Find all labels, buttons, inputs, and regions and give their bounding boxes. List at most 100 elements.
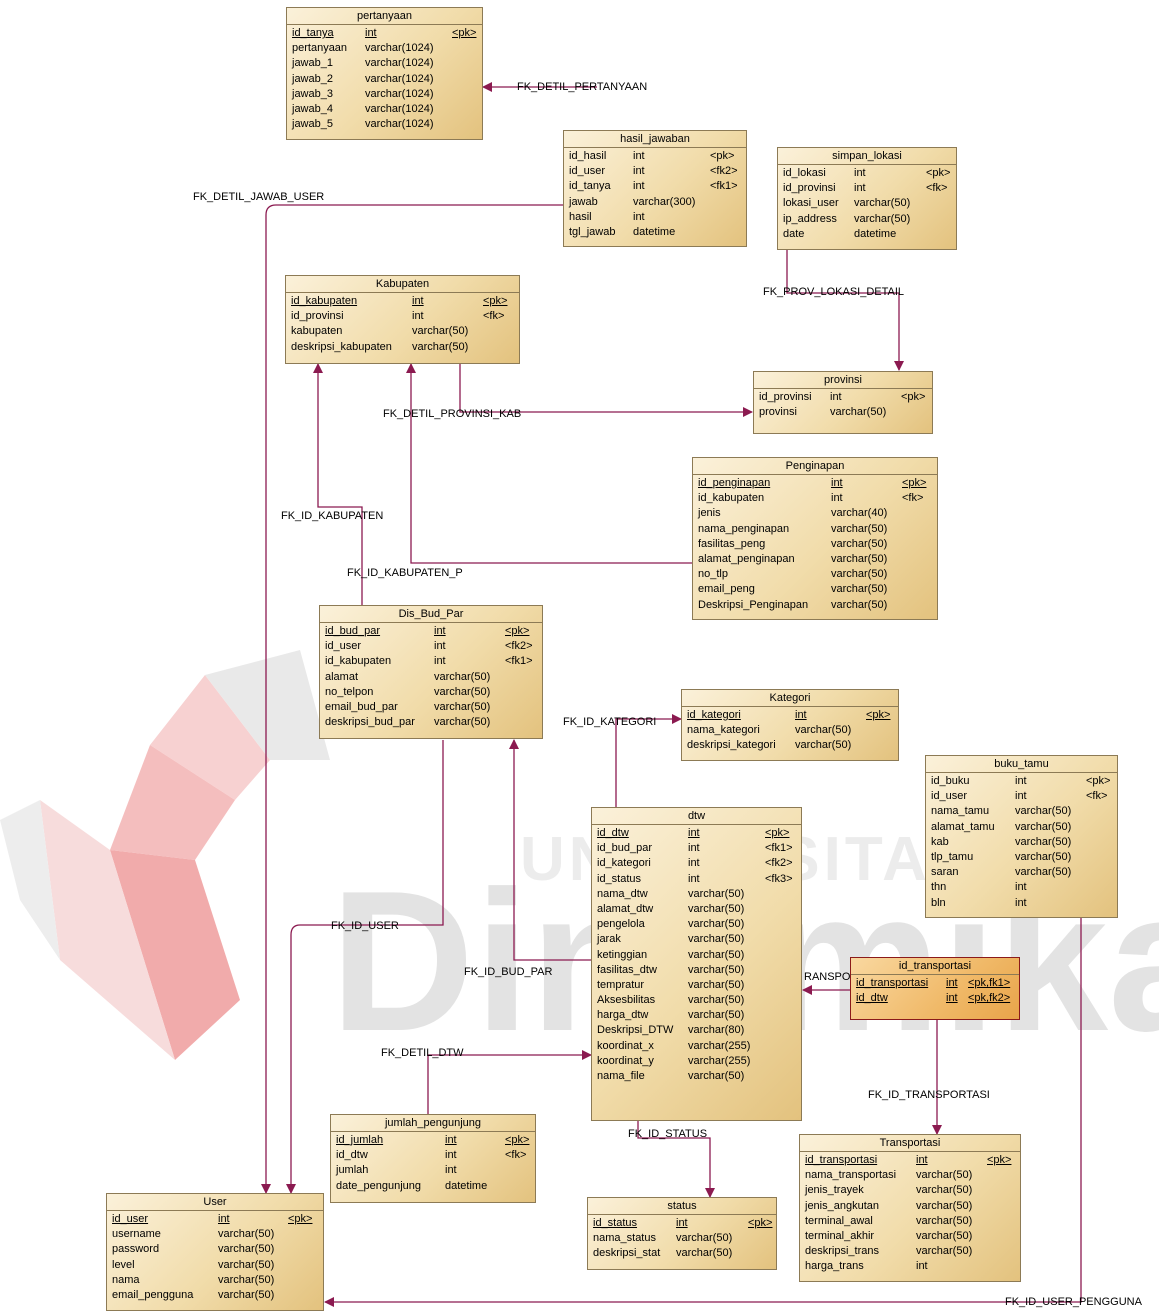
table-id-transportasi[interactable]: id_transportasiid_transportasiint<pk,fk1… <box>850 957 1020 1020</box>
column-row[interactable]: nama_dtwvarchar(50) <box>597 887 796 902</box>
column-row[interactable]: id_kategoriint<fk2> <box>597 856 796 871</box>
table-status[interactable]: statusid_statusint<pk>nama_statusvarchar… <box>587 1197 777 1270</box>
column-row[interactable]: jumlahint <box>336 1163 530 1178</box>
column-row[interactable]: Deskripsi_Penginapanvarchar(50) <box>698 598 932 613</box>
column-row[interactable]: hasilint <box>569 210 741 225</box>
table-hasil-jawaban[interactable]: hasil_jawabanid_hasilint<pk>id_userint<f… <box>563 130 747 247</box>
column-row[interactable]: id_userint<fk2> <box>325 639 537 654</box>
column-row[interactable]: id_provinsiint<fk> <box>291 309 514 324</box>
column-row[interactable]: alamat_dtwvarchar(50) <box>597 902 796 917</box>
column-row[interactable]: jawab_1varchar(1024) <box>292 56 477 71</box>
column-row[interactable]: tempraturvarchar(50) <box>597 978 796 993</box>
table-provinsi[interactable]: provinsiid_provinsiint<pk>provinsivarcha… <box>753 371 933 434</box>
column-row[interactable]: koordinat_xvarchar(255) <box>597 1039 796 1054</box>
column-row[interactable]: usernamevarchar(50) <box>112 1227 318 1242</box>
table-transportasi[interactable]: Transportasiid_transportasiint<pk>nama_t… <box>799 1134 1021 1282</box>
column-row[interactable]: passwordvarchar(50) <box>112 1242 318 1257</box>
table-user[interactable]: Userid_userint<pk>usernamevarchar(50)pas… <box>106 1193 324 1311</box>
column-row[interactable]: pertanyaanvarchar(1024) <box>292 41 477 56</box>
column-row[interactable]: id_statusint<fk3> <box>597 872 796 887</box>
column-row[interactable]: nama_statusvarchar(50) <box>593 1231 771 1246</box>
column-row[interactable]: tlp_tamuvarchar(50) <box>931 850 1112 865</box>
column-row[interactable]: id_dtwint<pk,fk2> <box>856 991 1014 1006</box>
column-row[interactable]: id_userint<fk> <box>931 789 1112 804</box>
column-row[interactable]: id_transportasiint<pk,fk1> <box>856 976 1014 991</box>
column-row[interactable]: alamatvarchar(50) <box>325 670 537 685</box>
column-row[interactable]: levelvarchar(50) <box>112 1258 318 1273</box>
column-row[interactable]: id_provinsiint<fk> <box>783 181 951 196</box>
column-row[interactable]: deskripsi_bud_parvarchar(50) <box>325 715 537 730</box>
column-row[interactable]: fasilitas_pengvarchar(50) <box>698 537 932 552</box>
column-row[interactable]: deskripsi_statvarchar(50) <box>593 1246 771 1261</box>
column-row[interactable]: jenisvarchar(40) <box>698 506 932 521</box>
column-row[interactable]: id_kabupatenint<pk> <box>291 294 514 309</box>
column-row[interactable]: jawab_3varchar(1024) <box>292 87 477 102</box>
column-row[interactable]: email_pengvarchar(50) <box>698 582 932 597</box>
column-row[interactable]: nama_kategorivarchar(50) <box>687 723 893 738</box>
column-row[interactable]: id_jumlahint<pk> <box>336 1133 530 1148</box>
column-row[interactable]: datedatetime <box>783 227 951 242</box>
column-row[interactable]: id_bud_parint<fk1> <box>597 841 796 856</box>
column-row[interactable]: jawab_4varchar(1024) <box>292 102 477 117</box>
column-row[interactable]: provinsivarchar(50) <box>759 405 927 420</box>
column-row[interactable]: Deskripsi_DTWvarchar(80) <box>597 1023 796 1038</box>
column-row[interactable]: thnint <box>931 880 1112 895</box>
column-row[interactable]: pengelolavarchar(50) <box>597 917 796 932</box>
table-kabupaten[interactable]: Kabupatenid_kabupatenint<pk>id_provinsii… <box>285 275 520 364</box>
column-row[interactable]: nama_filevarchar(50) <box>597 1069 796 1084</box>
column-row[interactable]: ketinggianvarchar(50) <box>597 948 796 963</box>
column-row[interactable]: id_lokasiint<pk> <box>783 166 951 181</box>
column-row[interactable]: id_userint<fk2> <box>569 164 741 179</box>
column-row[interactable]: nama_tamuvarchar(50) <box>931 804 1112 819</box>
column-row[interactable]: harga_transint <box>805 1259 1015 1274</box>
column-row[interactable]: harga_dtwvarchar(50) <box>597 1008 796 1023</box>
column-row[interactable]: fasilitas_dtwvarchar(50) <box>597 963 796 978</box>
column-row[interactable]: alamat_penginapanvarchar(50) <box>698 552 932 567</box>
column-row[interactable]: jenis_angkutanvarchar(50) <box>805 1199 1015 1214</box>
column-row[interactable]: namavarchar(50) <box>112 1273 318 1288</box>
column-row[interactable]: terminal_awalvarchar(50) <box>805 1214 1015 1229</box>
column-row[interactable]: nama_penginapanvarchar(50) <box>698 522 932 537</box>
column-row[interactable]: id_transportasiint<pk> <box>805 1153 1015 1168</box>
column-row[interactable]: lokasi_uservarchar(50) <box>783 196 951 211</box>
column-row[interactable]: deskripsi_kabupatenvarchar(50) <box>291 340 514 355</box>
column-row[interactable]: jawab_5varchar(1024) <box>292 117 477 132</box>
column-row[interactable]: jawab_2varchar(1024) <box>292 72 477 87</box>
column-row[interactable]: kabvarchar(50) <box>931 835 1112 850</box>
column-row[interactable]: id_provinsiint<pk> <box>759 390 927 405</box>
table-dis-bud-par[interactable]: Dis_Bud_Parid_bud_parint<pk>id_userint<f… <box>319 605 543 739</box>
column-row[interactable]: id_dtwint<fk> <box>336 1148 530 1163</box>
column-row[interactable]: id_hasilint<pk> <box>569 149 741 164</box>
column-row[interactable]: tgl_jawabdatetime <box>569 225 741 240</box>
table-kategori[interactable]: Kategoriid_kategoriint<pk>nama_kategoriv… <box>681 689 899 761</box>
table-dtw[interactable]: dtwid_dtwint<pk>id_bud_parint<fk1>id_kat… <box>591 807 802 1121</box>
column-row[interactable]: id_kabupatenint<fk1> <box>325 654 537 669</box>
column-row[interactable]: terminal_akhirvarchar(50) <box>805 1229 1015 1244</box>
column-row[interactable]: deskripsi_kategorivarchar(50) <box>687 738 893 753</box>
column-row[interactable]: deskripsi_transvarchar(50) <box>805 1244 1015 1259</box>
table-jumlah-pengunjung[interactable]: jumlah_pengunjungid_jumlahint<pk>id_dtwi… <box>330 1114 536 1203</box>
column-row[interactable]: email_bud_parvarchar(50) <box>325 700 537 715</box>
column-row[interactable]: id_statusint<pk> <box>593 1216 772 1231</box>
column-row[interactable]: date_pengunjungdatetime <box>336 1179 530 1194</box>
column-row[interactable]: no_telponvarchar(50) <box>325 685 537 700</box>
column-row[interactable]: jenis_trayekvarchar(50) <box>805 1183 1015 1198</box>
table-simpan-lokasi[interactable]: simpan_lokasiid_lokasiint<pk>id_provinsi… <box>777 147 957 250</box>
column-row[interactable]: alamat_tamuvarchar(50) <box>931 820 1112 835</box>
column-row[interactable]: id_kategoriint<pk> <box>687 708 893 723</box>
column-row[interactable]: Aksesbilitasvarchar(50) <box>597 993 796 1008</box>
column-row[interactable]: ip_addressvarchar(50) <box>783 212 951 227</box>
column-row[interactable]: email_penggunavarchar(50) <box>112 1288 318 1303</box>
column-row[interactable]: jarakvarchar(50) <box>597 932 796 947</box>
column-row[interactable]: kabupatenvarchar(50) <box>291 324 514 339</box>
table-pertanyaan[interactable]: pertanyaanid_tanyaint<pk>pertanyaanvarch… <box>286 7 483 140</box>
column-row[interactable]: id_userint<pk> <box>112 1212 318 1227</box>
column-row[interactable]: saranvarchar(50) <box>931 865 1112 880</box>
column-row[interactable]: id_tanyaint<fk1> <box>569 179 741 194</box>
column-row[interactable]: jawabvarchar(300) <box>569 195 741 210</box>
column-row[interactable]: id_bud_parint<pk> <box>325 624 537 639</box>
column-row[interactable]: blnint <box>931 896 1112 911</box>
column-row[interactable]: id_bukuint<pk> <box>931 774 1112 789</box>
table-buku-tamu[interactable]: buku_tamuid_bukuint<pk>id_userint<fk>nam… <box>925 755 1118 918</box>
column-row[interactable]: koordinat_yvarchar(255) <box>597 1054 796 1069</box>
